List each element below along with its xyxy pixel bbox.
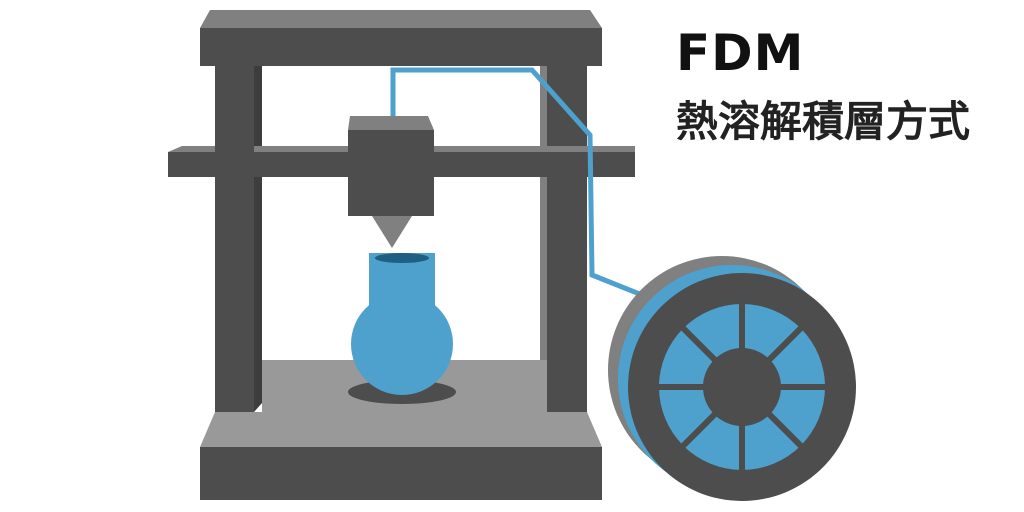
left-post-front (215, 146, 254, 177)
heading-subtitle: 熱溶解積層方式 (676, 97, 971, 146)
print-head-body (348, 130, 434, 216)
top-beam-top (200, 10, 602, 28)
vase-opening (375, 253, 429, 263)
vase-bulb (351, 293, 453, 395)
printed-vase (348, 253, 456, 404)
right-post (547, 66, 587, 412)
left-post-shade (254, 66, 262, 412)
filament-line (390, 67, 643, 298)
left-post (215, 66, 254, 412)
print-head (348, 116, 434, 248)
right-post-shade (540, 66, 548, 410)
nozzle (372, 216, 412, 248)
base (200, 447, 602, 500)
heading-title: FDM (676, 24, 805, 82)
printer-frame (168, 10, 635, 500)
top-beam (200, 28, 602, 66)
spool-hub (703, 348, 781, 426)
print-head-top (348, 116, 434, 130)
base-top (200, 412, 602, 447)
filament-spool (608, 256, 856, 501)
